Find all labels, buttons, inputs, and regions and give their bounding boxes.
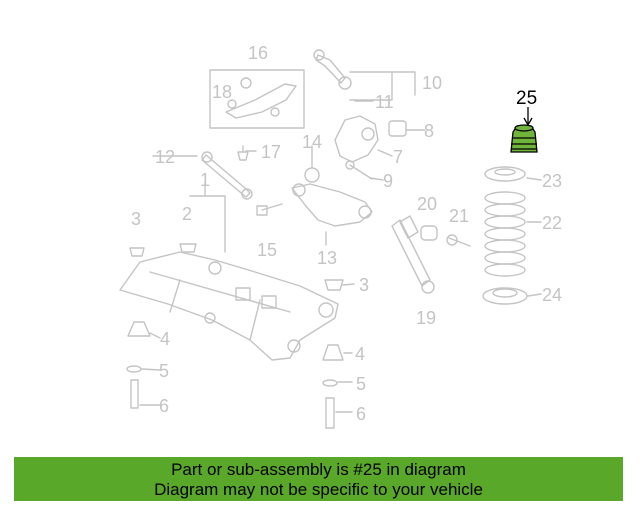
banner-line-2: Diagram may not be specific to your vehi…: [154, 480, 483, 499]
part-12-link: [201, 154, 251, 198]
callout-13: 13: [317, 248, 338, 268]
callout-9: 9: [383, 171, 394, 191]
callout-17: 17: [261, 142, 282, 162]
banner-line-1: Part or sub-assembly is #25 in diagram: [171, 460, 466, 479]
callout-7: 7: [393, 147, 404, 167]
callout-24: 24: [542, 285, 563, 305]
callout-12: 12: [155, 147, 176, 167]
callout-15: 15: [257, 240, 278, 260]
callout-5: 5: [356, 374, 367, 394]
callout-1: 1: [200, 170, 211, 190]
callout-21: 21: [449, 206, 470, 226]
callout-6: 6: [356, 404, 367, 424]
callout-2: 2: [182, 204, 193, 224]
callout-18: 18: [212, 82, 233, 102]
part-10-upper-arm: [315, 54, 346, 84]
callout-14: 14: [302, 132, 323, 152]
callout-4: 4: [160, 329, 171, 349]
part-24-seat: [482, 287, 528, 305]
part-25-bump-stop: [510, 107, 538, 153]
callout-6: 6: [159, 396, 170, 416]
part-22-coil-spring: [484, 191, 526, 277]
callout-4: 4: [355, 344, 366, 364]
info-banner: Part or sub-assembly is #25 in diagram D…: [14, 457, 623, 501]
part-13-lower-arm: [291, 183, 373, 227]
callout-3: 3: [359, 275, 370, 295]
callout-10: 10: [422, 73, 443, 93]
callout-16: 16: [248, 43, 269, 63]
callout-23: 23: [542, 171, 563, 191]
callout-22: 22: [542, 213, 563, 233]
part-23-seat: [484, 166, 526, 182]
callout-3: 3: [131, 209, 142, 229]
callout-11: 11: [375, 92, 394, 112]
suspension-exploded-diagram: [119, 49, 542, 429]
callout-20: 20: [417, 194, 438, 214]
callout-19: 19: [416, 308, 437, 328]
callout-25-highlighted: 25: [516, 88, 538, 109]
part-7-knuckle: [334, 115, 379, 163]
callout-8: 8: [424, 121, 435, 141]
part-18-arm: [225, 83, 297, 119]
part-16-box: [209, 69, 305, 129]
part-1-subframe: [119, 251, 339, 361]
part-19-damper: [391, 219, 431, 287]
callout-5: 5: [159, 361, 170, 381]
